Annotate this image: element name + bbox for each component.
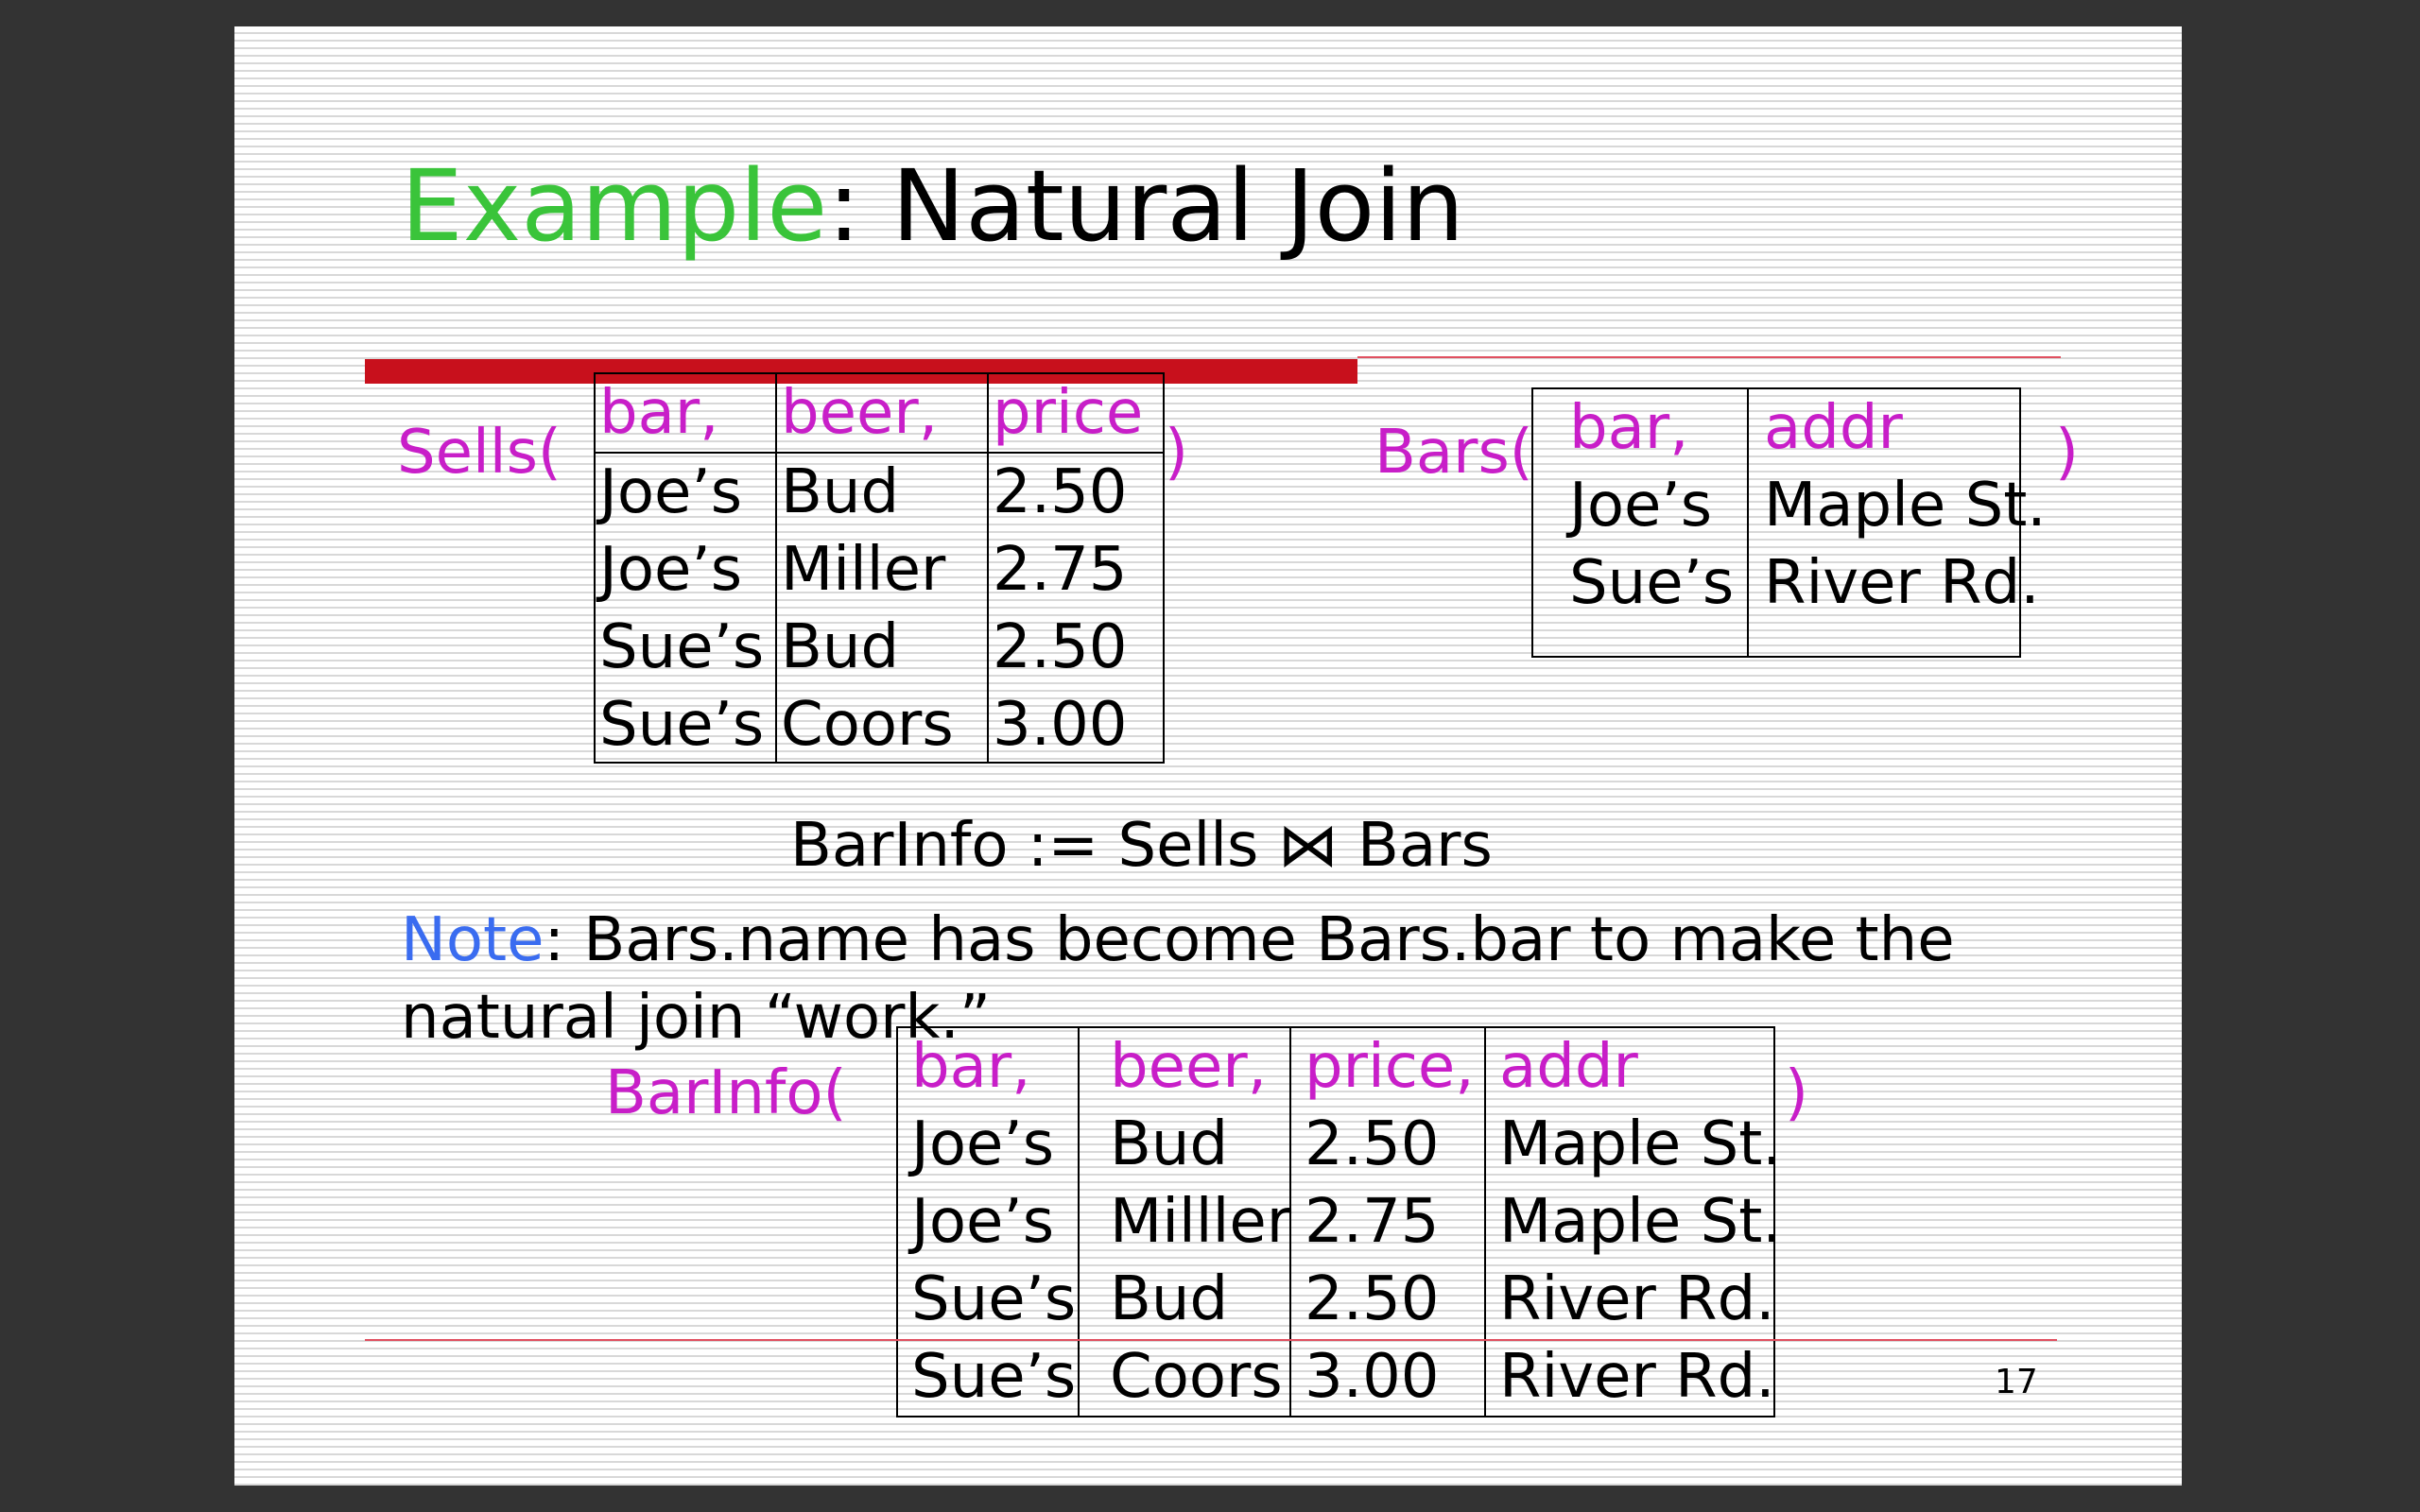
- bars-header-bar: bar,: [1569, 393, 1689, 463]
- sells-close-paren: ): [1165, 418, 1188, 488]
- barinfo-cell: 2.75: [1289, 1183, 1484, 1261]
- bars-cell: Maple St.: [1747, 467, 2047, 544]
- bars-label: Bars(: [1374, 418, 1533, 488]
- barinfo-cell: Maple St.: [1484, 1106, 1782, 1183]
- barinfo-cell: Joe’s: [911, 1187, 1055, 1257]
- sells-header-beer: beer,: [775, 374, 987, 454]
- barinfo-cell: River Rd.: [1484, 1261, 1775, 1338]
- barinfo-cell: Sue’s: [911, 1264, 1077, 1334]
- title-rule-thick: [365, 359, 1357, 384]
- barinfo-cell: 3.00: [1289, 1338, 1484, 1416]
- sells-label: Sells(: [397, 418, 562, 488]
- slide: Example: Natural Join Sells( bar, beer, …: [234, 26, 2182, 1486]
- sells-header-price: price: [987, 374, 1163, 454]
- bars-table: bar, addr Joe’s Maple St. Sue’s River Rd…: [1531, 387, 2047, 658]
- slide-title: Example: Natural Join: [401, 140, 1464, 272]
- sells-cell: 2.50: [987, 609, 1163, 686]
- sells-cell: 2.75: [987, 531, 1163, 609]
- title-rule-thin: [1357, 356, 2061, 358]
- bars-close-paren: ): [2055, 418, 2079, 488]
- bars-cell-empty: [1533, 622, 1747, 656]
- title-rest: : Natural Join: [827, 148, 1465, 264]
- note-highlight: Note: [401, 905, 544, 975]
- sells-cell: 3.00: [987, 686, 1163, 764]
- note-text: Note: Bars.name has become Bars.bar to m…: [401, 902, 2159, 1057]
- sells-header-bar: bar,: [596, 374, 775, 454]
- barinfo-header-price: price,: [1289, 1028, 1484, 1106]
- barinfo-close-paren: ): [1785, 1058, 1808, 1128]
- sells-cell: Bud: [775, 609, 987, 686]
- barinfo-cell: Joe’s: [911, 1109, 1055, 1179]
- sells-table: bar, beer, price Joe’s Bud 2.50 Joe’s Mi…: [594, 372, 1165, 764]
- sells-cell: Coors: [775, 686, 987, 764]
- barinfo-cell: River Rd.: [1484, 1338, 1775, 1416]
- bars-cell-empty: [1747, 622, 2019, 656]
- sells-cell: Joe’s: [599, 457, 743, 527]
- sells-cell: Sue’s: [599, 612, 765, 682]
- barinfo-cell: Coors: [1078, 1338, 1289, 1416]
- barinfo-header-addr: addr: [1484, 1028, 1773, 1106]
- barinfo-cell: 2.50: [1289, 1106, 1484, 1183]
- sells-cell: Sue’s: [599, 690, 765, 760]
- sells-cell: Bud: [775, 454, 987, 531]
- sells-cell: 2.50: [987, 454, 1163, 531]
- barinfo-cell: Milller: [1078, 1183, 1291, 1261]
- barinfo-cell: Bud: [1078, 1106, 1289, 1183]
- barinfo-cell: Maple St.: [1484, 1183, 1782, 1261]
- sells-cell: Joe’s: [599, 535, 743, 605]
- bars-header-addr: addr: [1747, 389, 2019, 467]
- note-rest: : Bars.name has become Bars.bar to make …: [401, 905, 1955, 1053]
- footer-rule: [365, 1339, 2057, 1341]
- barinfo-cell: Sue’s: [911, 1342, 1077, 1412]
- join-expression: BarInfo := Sells ⋈ Bars: [790, 811, 1493, 881]
- title-highlight: Example: [401, 148, 828, 264]
- barinfo-header-beer: beer,: [1078, 1028, 1289, 1106]
- barinfo-header-bar: bar,: [911, 1032, 1031, 1102]
- bars-cell: Joe’s: [1569, 471, 1713, 541]
- sells-cell: Miller: [775, 531, 987, 609]
- bars-cell: River Rd.: [1747, 544, 2040, 622]
- page-number: 17: [1995, 1363, 2038, 1401]
- barinfo-cell: Bud: [1078, 1261, 1289, 1338]
- barinfo-cell: 2.50: [1289, 1261, 1484, 1338]
- barinfo-table: bar, beer, price, addr Joe’s Bud 2.50 Ma…: [896, 1026, 1782, 1418]
- barinfo-label: BarInfo(: [605, 1058, 847, 1128]
- bars-cell: Sue’s: [1569, 548, 1735, 618]
